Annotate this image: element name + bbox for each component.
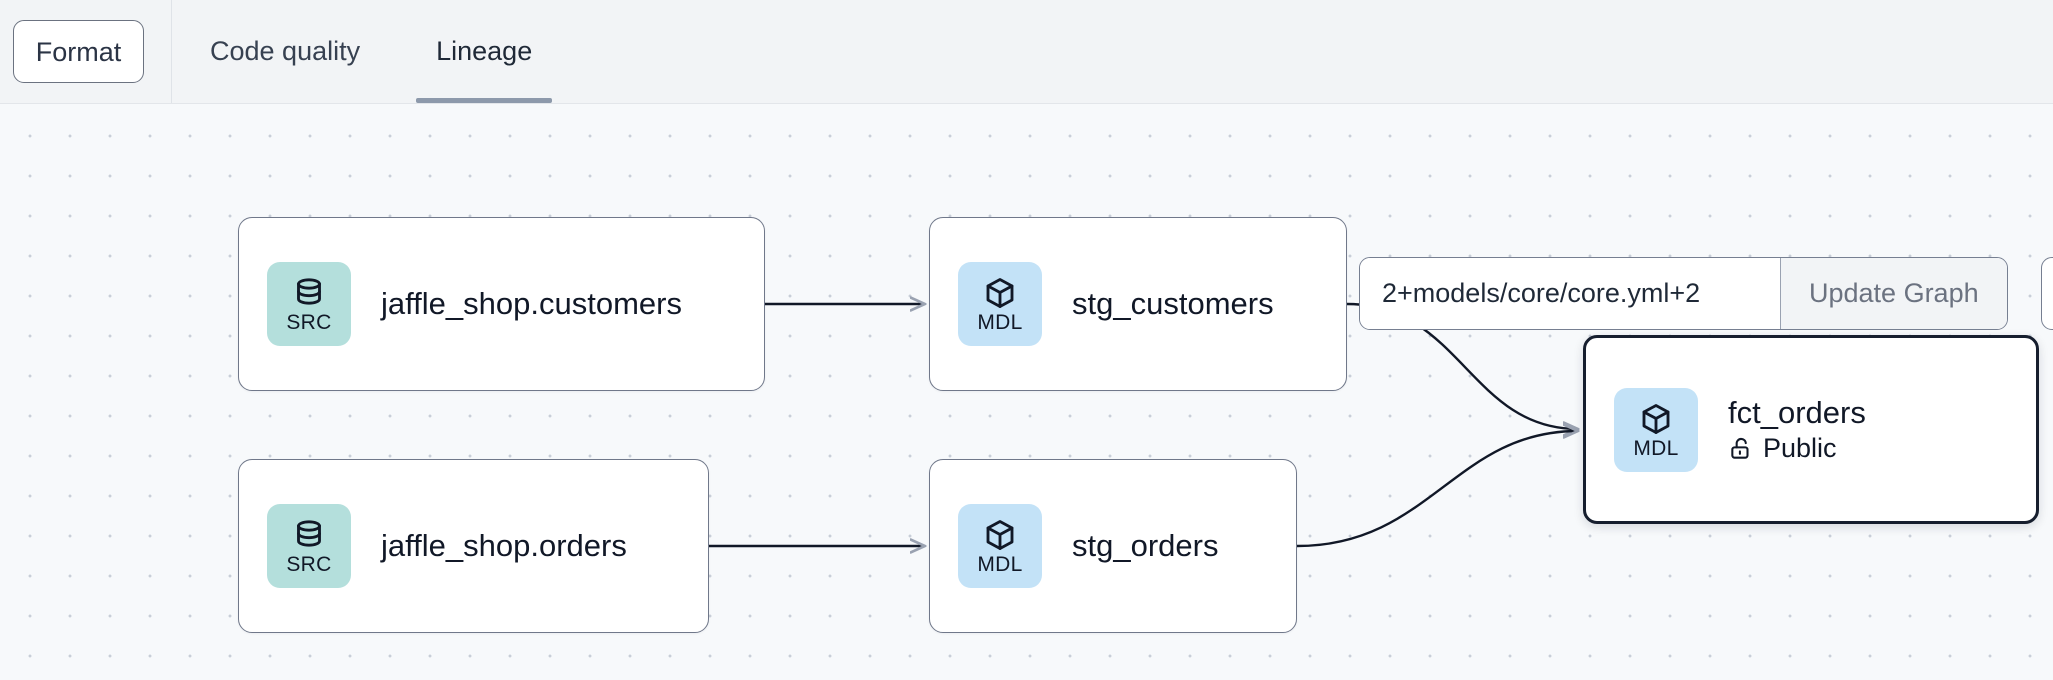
tab-code-quality[interactable]: Code quality: [172, 0, 398, 103]
node-access-row: Public: [1728, 433, 1866, 464]
node-title: stg_customers: [1072, 285, 1274, 321]
node-body: stg_orders: [1072, 528, 1218, 565]
lineage-node-stg-orders[interactable]: MDL stg_orders: [929, 459, 1297, 633]
lineage-node-fct-orders[interactable]: MDL fct_orders Public: [1583, 335, 2039, 524]
graph-selector-input[interactable]: 2+models/core/core.yml+2: [1360, 258, 1780, 329]
tab-lineage[interactable]: Lineage: [398, 0, 570, 103]
format-button[interactable]: Format: [13, 20, 144, 83]
lineage-canvas[interactable]: SRC jaffle_shop.customers MDL stg_custom…: [0, 104, 2053, 680]
cube-icon: [1642, 403, 1670, 434]
node-title: jaffle_shop.customers: [381, 285, 682, 321]
model-badge: MDL: [958, 504, 1042, 588]
editor-toolbar: Format Code quality Lineage: [0, 0, 2053, 104]
cube-icon: [986, 520, 1014, 550]
node-access-label: Public: [1763, 433, 1837, 464]
source-badge: SRC: [267, 504, 351, 588]
node-body: jaffle_shop.orders: [381, 528, 627, 565]
database-icon: [297, 520, 321, 547]
database-icon: [297, 278, 321, 305]
tab-lineage-label: Lineage: [436, 36, 533, 66]
model-badge-label: MDL: [977, 553, 1023, 576]
model-badge-label: MDL: [1633, 436, 1679, 460]
graph-selector-control: 2+models/core/core.yml+2 Update Graph: [1359, 257, 2008, 330]
model-badge: MDL: [1614, 387, 1698, 472]
model-badge-label: MDL: [977, 311, 1023, 334]
cube-icon: [986, 278, 1014, 308]
update-graph-button[interactable]: Update Graph: [1780, 258, 2007, 329]
node-title: stg_orders: [1072, 527, 1219, 563]
source-badge: SRC: [267, 262, 351, 346]
node-title: jaffle_shop.orders: [381, 527, 627, 563]
tab-bar: Code quality Lineage: [172, 0, 570, 103]
lineage-node-jaffle-shop-orders[interactable]: SRC jaffle_shop.orders: [238, 459, 709, 633]
tab-code-quality-label: Code quality: [210, 36, 361, 66]
lineage-node-jaffle-shop-customers[interactable]: SRC jaffle_shop.customers: [238, 217, 765, 391]
node-title: fct_orders: [1728, 394, 1866, 430]
node-body: fct_orders Public: [1728, 395, 1866, 465]
source-badge-label: SRC: [286, 553, 332, 576]
unlock-icon: [1731, 437, 1749, 459]
model-badge: MDL: [958, 262, 1042, 346]
node-body: stg_customers: [1072, 286, 1274, 323]
source-badge-label: SRC: [286, 311, 332, 334]
lineage-node-stg-customers[interactable]: MDL stg_customers: [929, 217, 1347, 391]
node-body: jaffle_shop.customers: [381, 286, 682, 323]
format-zone: Format: [0, 0, 172, 103]
edge-stg-orders-to-fct-orders: [1296, 431, 1578, 548]
graph-side-control[interactable]: [2041, 257, 2053, 330]
